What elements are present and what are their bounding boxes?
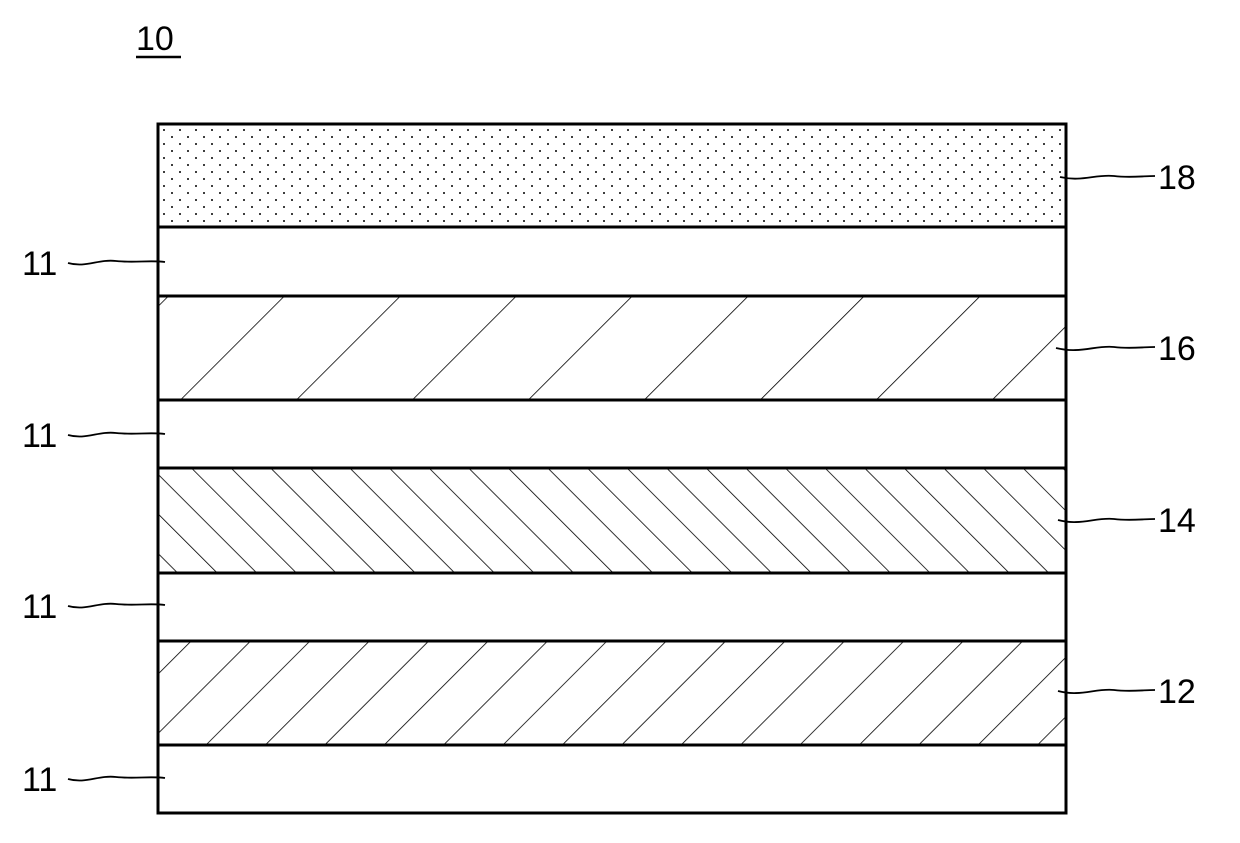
label-11-a: 11: [22, 245, 57, 283]
label-11-b: 11: [22, 417, 57, 455]
layer-11-b: [158, 400, 1066, 468]
layer-11-c: [158, 573, 1066, 641]
label-12: 12: [1158, 673, 1196, 711]
label-16: 16: [1158, 330, 1196, 368]
label-11-c: 11: [22, 588, 57, 626]
leader-line-14: [1058, 519, 1155, 522]
layer-11-a: [158, 227, 1066, 296]
label-18: 18: [1158, 159, 1196, 197]
leader-line-16: [1056, 347, 1155, 350]
leader-line-11-d: [68, 777, 165, 781]
layer-14: [158, 468, 1066, 573]
layer-12: [158, 641, 1066, 745]
leader-line-11-c: [68, 604, 165, 608]
layer-18: [158, 124, 1066, 227]
leader-line-11-a: [68, 261, 165, 265]
leader-line-12: [1058, 690, 1155, 693]
label-11-d: 11: [22, 761, 57, 799]
figure-number: 10: [136, 20, 174, 58]
leader-line-11-b: [68, 433, 165, 437]
label-14: 14: [1158, 502, 1196, 540]
layer-11-d: [158, 745, 1066, 813]
leader-line-18: [1060, 176, 1155, 179]
layer-16: [158, 296, 1066, 400]
